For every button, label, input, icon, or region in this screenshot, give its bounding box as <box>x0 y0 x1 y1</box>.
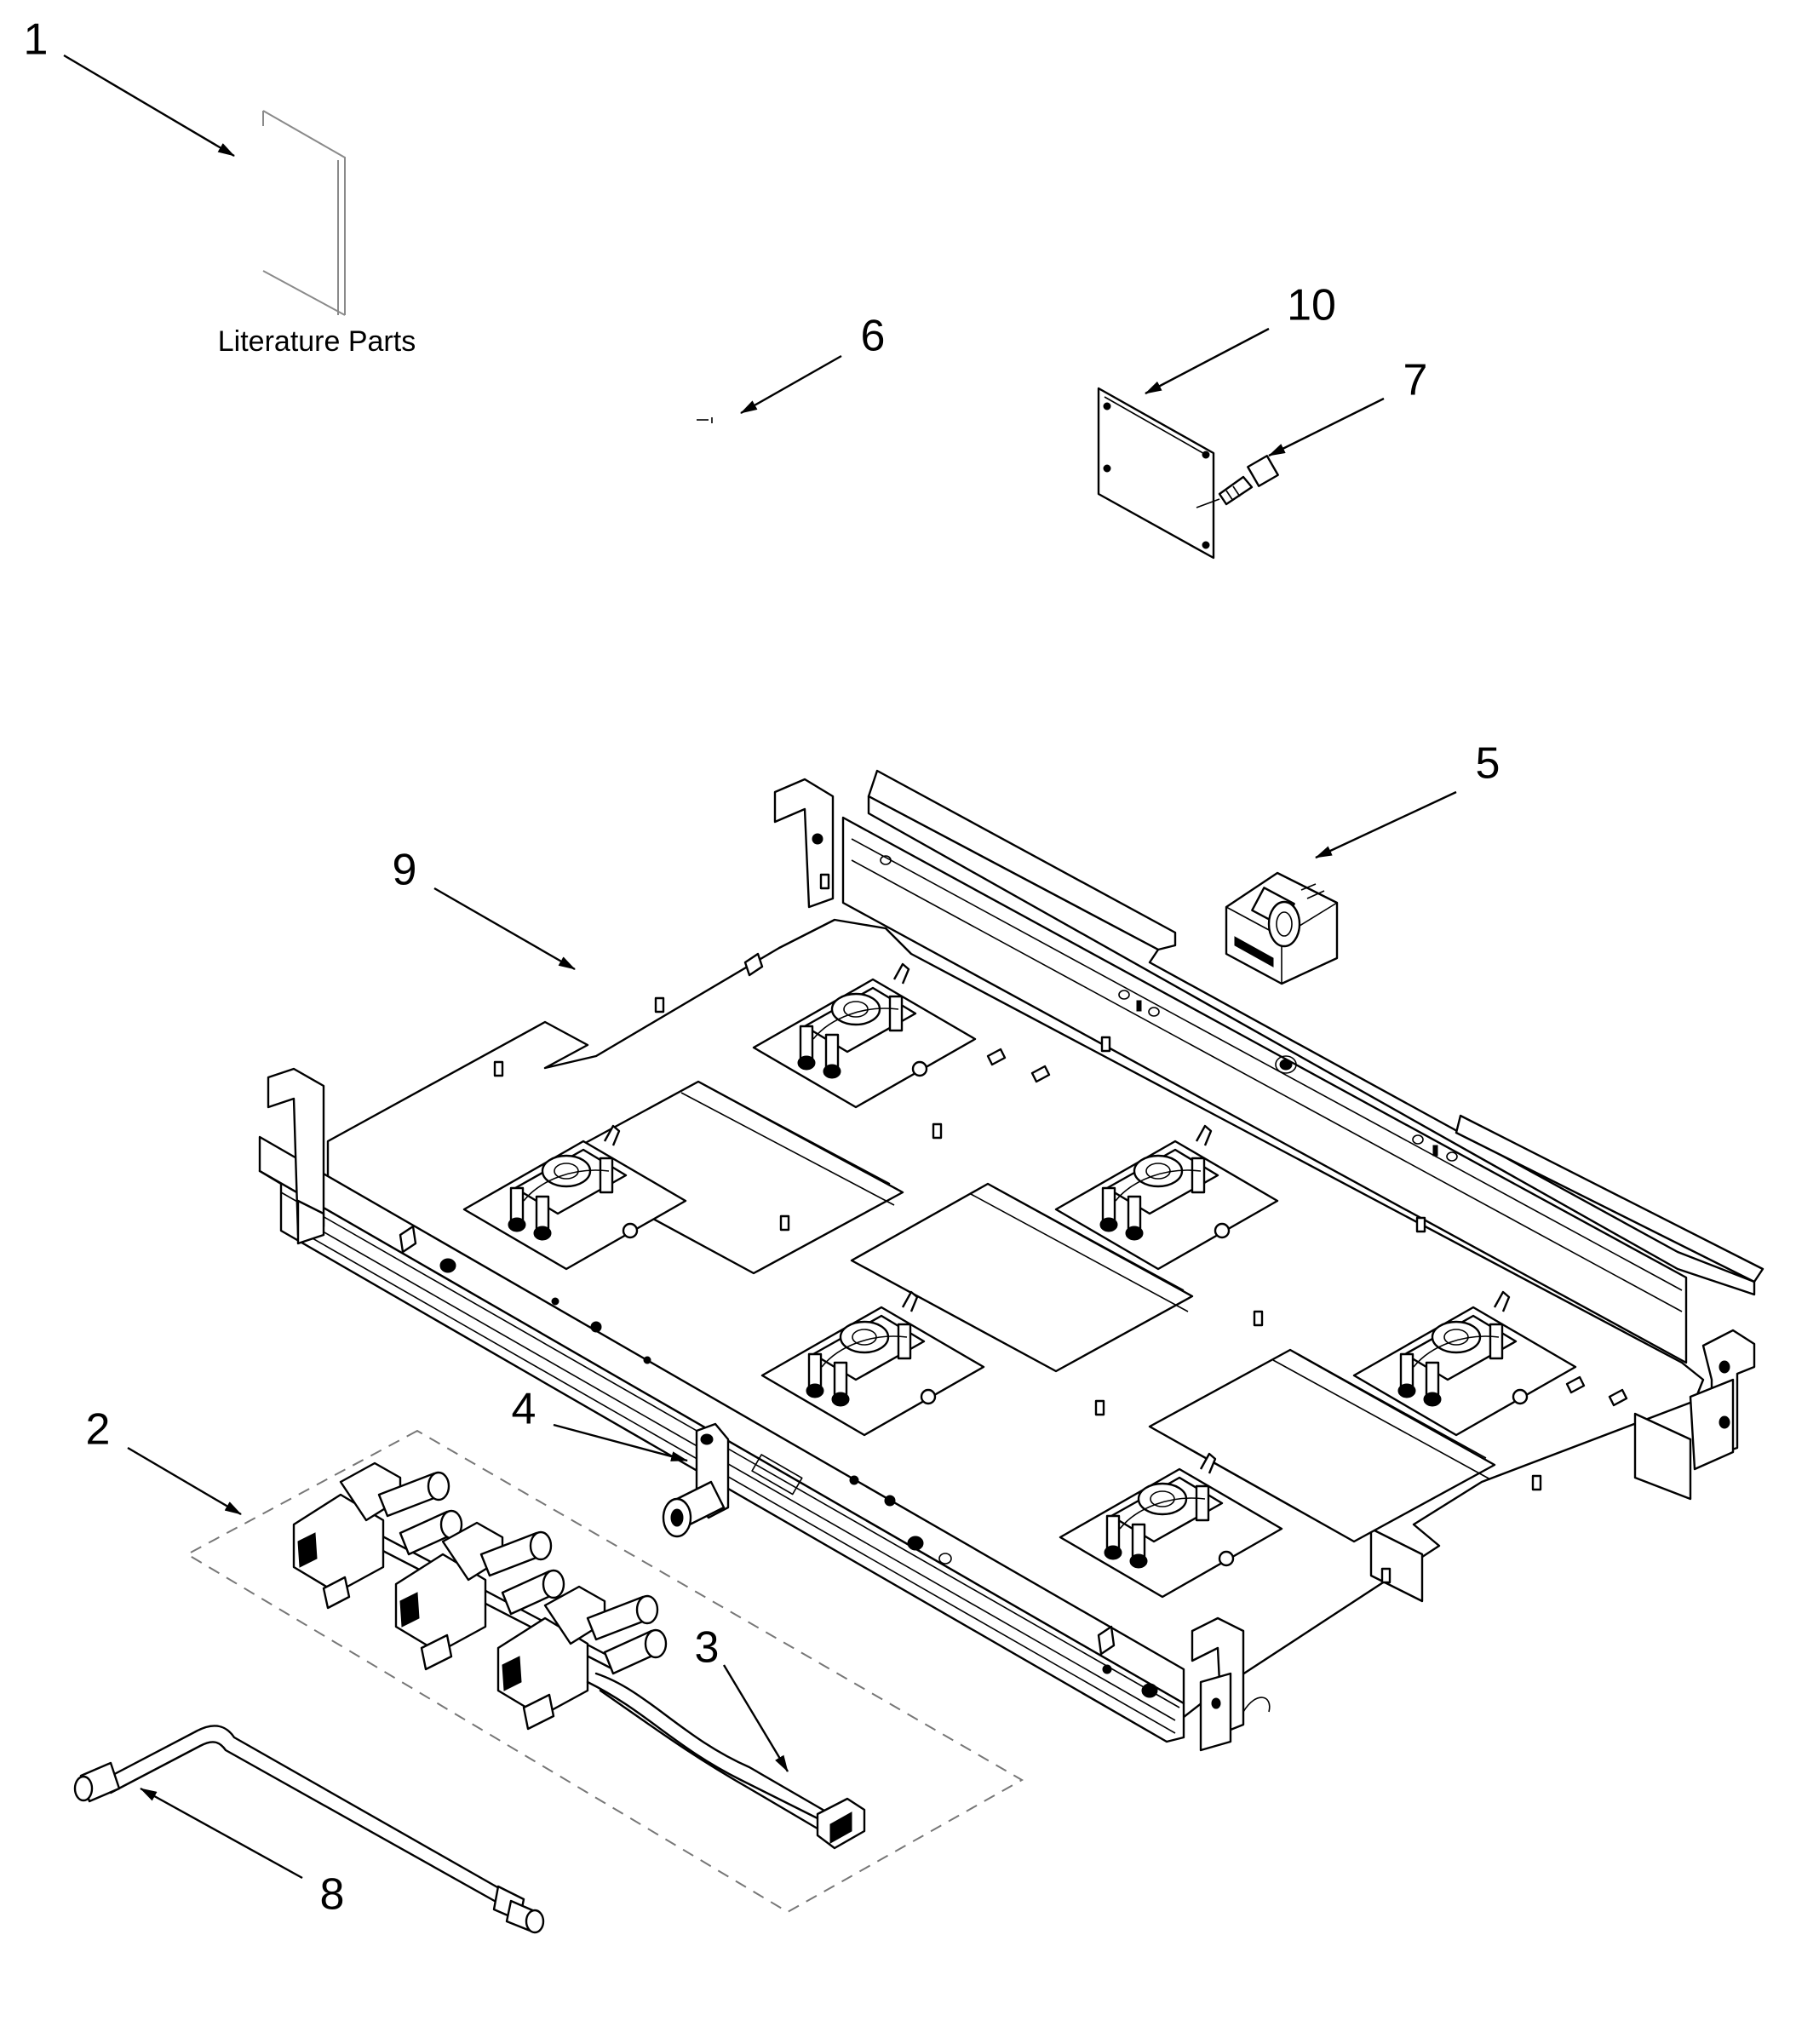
part-7-screw <box>1196 455 1279 508</box>
part-10-cover-plate <box>1097 387 1215 560</box>
callout-2: 2 <box>86 1405 111 1455</box>
callout-4: 4 <box>512 1385 537 1434</box>
opening-center <box>850 1182 1194 1373</box>
callout-8: 8 <box>320 1870 345 1920</box>
callout-1: 1 <box>24 15 49 65</box>
literature-parts-group: Literature Parts <box>218 110 416 358</box>
callout-10: 10 <box>1287 281 1336 330</box>
opening-front-right <box>1148 1348 1496 1543</box>
part-2-valve-manifold <box>185 1429 1024 1914</box>
callout-numbers: 1 2 3 4 5 6 7 8 9 10 <box>24 15 1500 1920</box>
part-3-wire-harness <box>586 1672 866 1850</box>
part-4-fitting <box>662 1422 730 1538</box>
opening-rear-left <box>548 1080 904 1275</box>
part-6-fastener-icon <box>697 417 713 423</box>
callout-3: 3 <box>695 1623 720 1673</box>
part-8-gas-tube <box>73 1725 545 1934</box>
callout-7: 7 <box>1403 356 1428 405</box>
callout-5: 5 <box>1476 739 1500 789</box>
callout-9: 9 <box>393 846 417 895</box>
literature-booklet-icon <box>262 110 346 316</box>
leader-arrows <box>63 54 1457 1880</box>
literature-parts-label: Literature Parts <box>218 325 416 358</box>
callout-6: 6 <box>861 312 886 361</box>
part-9-burner-box <box>258 769 1764 1752</box>
part-5-spark-module <box>1225 871 1339 985</box>
